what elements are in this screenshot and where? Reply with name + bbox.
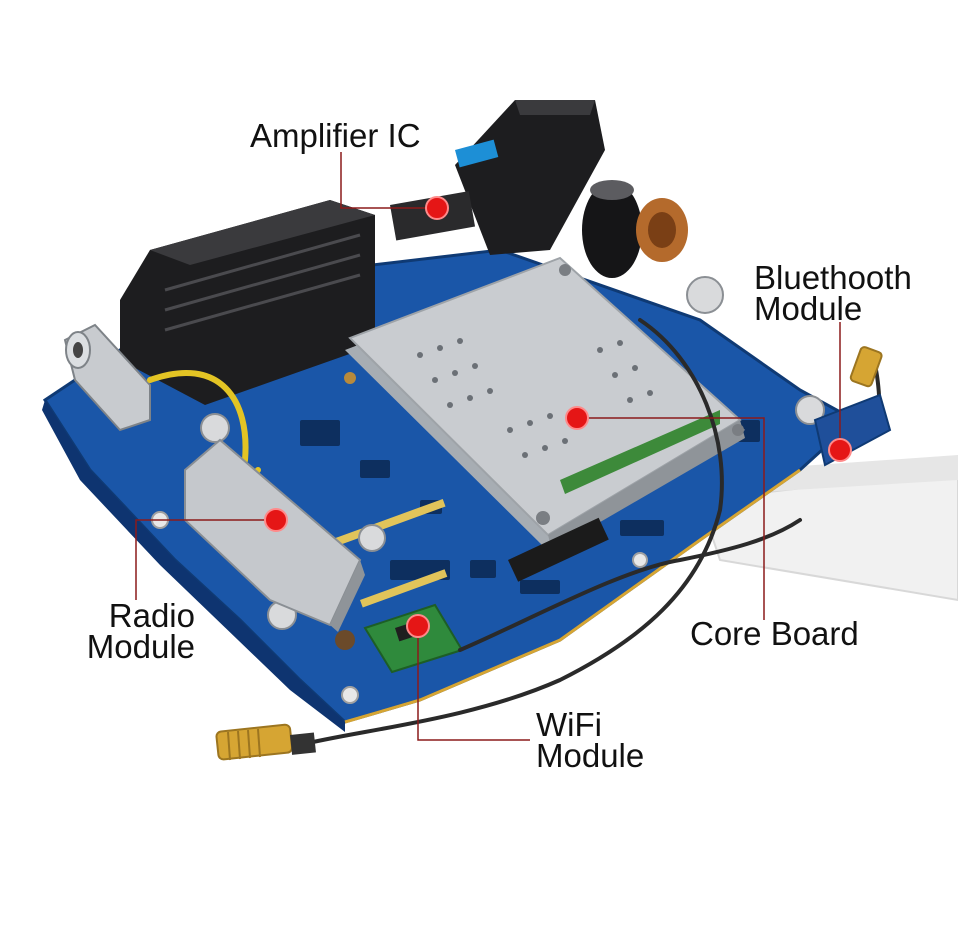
sma-connector-right	[849, 346, 883, 388]
capacitors	[200, 276, 825, 650]
bluetooth-module-dot	[828, 438, 852, 462]
radio-module-label: Radio Module	[86, 597, 195, 665]
callout-dots	[264, 196, 852, 638]
antenna-sleeve	[508, 517, 609, 582]
amplifier-ic-dot	[425, 196, 449, 220]
radio-module-dot	[264, 508, 288, 532]
coax-connector	[63, 323, 151, 432]
bluetooth-module-label: Bluethooth Module	[754, 259, 912, 327]
amplifier-ic-label: Amplifier IC	[250, 117, 421, 154]
sma-connector-left	[215, 723, 316, 761]
core-board-label: Core Board	[690, 615, 859, 652]
core-board-heatsink	[344, 256, 745, 550]
amplifier-ic-text: Amplifier IC	[250, 117, 421, 154]
callout-lines	[135, 152, 841, 741]
amplifier-bracket	[389, 100, 605, 255]
bluetooth-label-line1: Bluethooth	[754, 259, 912, 296]
radio-label-line2: Module	[86, 628, 195, 665]
wifi-label-line2: Module	[536, 737, 645, 774]
black-connector	[120, 200, 375, 405]
core-board-text: Core Board	[690, 615, 859, 652]
wifi-module-dot	[406, 614, 430, 638]
radio-label-line1: Radio	[108, 597, 195, 634]
big-capacitor	[582, 180, 688, 278]
wifi-module-label: WiFi Module	[536, 706, 645, 774]
wifi-label-line1: WiFi	[536, 706, 602, 743]
bluetooth-label-line2: Module	[754, 290, 863, 327]
core-board-dot	[565, 406, 589, 430]
